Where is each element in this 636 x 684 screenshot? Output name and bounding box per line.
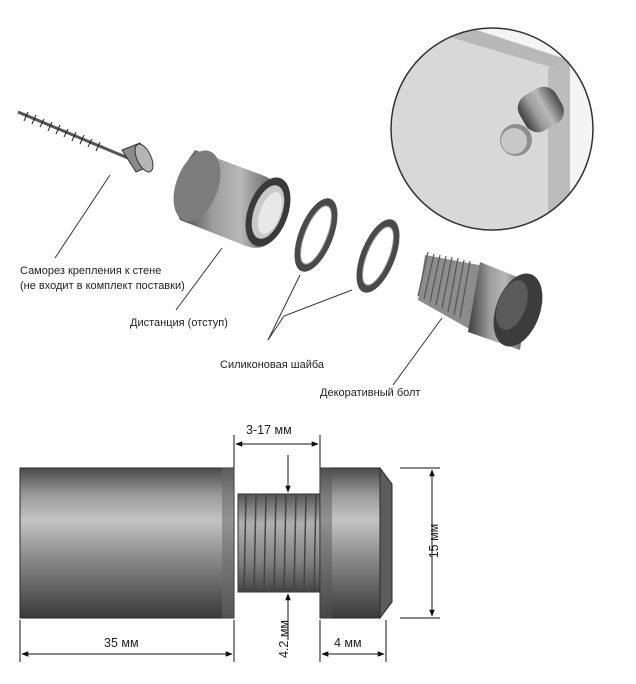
bolt-part	[417, 251, 543, 350]
head-dimension-label: 4 мм	[334, 636, 362, 650]
side-view	[19, 466, 393, 620]
screw-part	[17, 110, 154, 173]
thread-dimension-label: 4.2 мм	[277, 619, 291, 659]
screw-note-label: (не входит в комплект поставки)	[20, 280, 185, 292]
bolt-label: Декоративный болт	[320, 387, 421, 399]
spacer-label: Дистанция (отступ)	[130, 317, 228, 329]
screw-label: Саморез крепления к стене	[20, 265, 162, 277]
spacer-part	[173, 150, 291, 248]
leader-lines	[54, 174, 443, 386]
height-dimension-label: 15 мм	[427, 523, 441, 559]
gap-dimension-label: 3-17 мм	[246, 423, 292, 437]
washer-label: Силиконовая шайба	[220, 359, 325, 371]
washer-part-2	[356, 219, 400, 293]
body-length-dimension-label: 35 мм	[104, 636, 139, 650]
dimension-lines	[19, 435, 440, 662]
inset-view	[390, 27, 594, 231]
washer-part-1	[294, 198, 338, 272]
